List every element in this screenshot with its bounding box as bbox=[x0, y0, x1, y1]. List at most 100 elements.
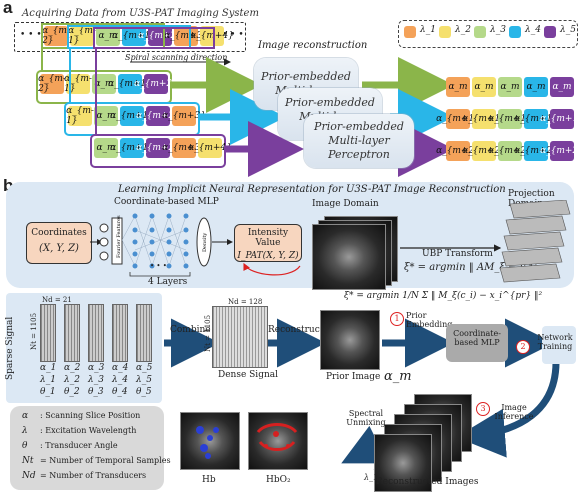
legend-desc: : Excitation Wavelength bbox=[40, 426, 137, 435]
out3-cell: α_{m+2} bbox=[514, 141, 558, 161]
out1-cell: α_m bbox=[550, 77, 574, 97]
out1-cell: α_m bbox=[472, 77, 496, 97]
alpha-m-label: α_m bbox=[384, 369, 412, 384]
sparse-strip bbox=[64, 304, 80, 362]
legend-desc: = Number of Temporal Samples bbox=[40, 456, 171, 465]
image-domain-label: Image Domain bbox=[312, 199, 379, 209]
sparse-param: λ_3 bbox=[88, 375, 104, 385]
sparse-strip bbox=[88, 304, 104, 362]
recon-lambda: λ_1 bbox=[364, 473, 379, 482]
intensity-label: Intensity Value bbox=[247, 228, 289, 248]
mlp1-line1: Prior-embedded bbox=[261, 70, 351, 83]
intensity-box: Intensity Value I_PAT(X, Y, Z) bbox=[234, 224, 302, 262]
out2-cell: α_{m+1} bbox=[488, 109, 532, 129]
legend-symbol: Nd bbox=[22, 471, 36, 481]
nt1105b-label: Nt = 1105 bbox=[204, 314, 212, 352]
step2-badge: 2 bbox=[516, 340, 530, 354]
out3-cell: α_{m+2} bbox=[488, 141, 532, 161]
step1-badge: 1 bbox=[390, 312, 404, 326]
ubp-formula: ξ* = argmin ‖ AM_ξ − y ‖² bbox=[404, 262, 538, 273]
group1-cell: α_{m-2} bbox=[38, 74, 66, 94]
out2-cell: α_{m+1} bbox=[436, 109, 480, 129]
group2-cell: α_{m+3} bbox=[162, 106, 206, 126]
prior-formula: ξ* = argmin 1/N Σ ‖ M_ξ(c_i) − x_i^{pr} … bbox=[344, 291, 543, 301]
coordinates-value: (X, Y, Z) bbox=[39, 242, 79, 254]
sparse-strip bbox=[112, 304, 128, 362]
legend-symbol: θ bbox=[22, 441, 28, 451]
spectral-unmixing-label: Spectral Unmixing bbox=[346, 409, 386, 427]
legend-desc: : Transducer Angle bbox=[40, 441, 118, 450]
sparse-param: α_2 bbox=[64, 363, 81, 373]
mlp3-line1: Prior-embedded bbox=[314, 120, 404, 133]
top-row-cell: α_{m-2} bbox=[42, 26, 70, 46]
top-group3-outline bbox=[93, 27, 215, 49]
out1-cell: α_m bbox=[446, 77, 470, 97]
nd128-label: Nd = 128 bbox=[228, 298, 263, 306]
wavelength-legend bbox=[398, 20, 578, 48]
coord-mlp-text: Coordinate-based MLP bbox=[453, 329, 501, 347]
ubp-label: UBP Transform bbox=[422, 249, 493, 259]
out3-cell: α_{m+2} bbox=[436, 141, 480, 161]
group3-cell: α_{m+1} bbox=[110, 138, 154, 158]
out3-cell: α_{m+2} bbox=[540, 141, 584, 161]
legend-swatch bbox=[544, 26, 556, 38]
group2-cell: α_{m+1} bbox=[110, 106, 154, 126]
out3-cell: α_{m+2} bbox=[462, 141, 506, 161]
sparse-param: α_1 bbox=[40, 363, 57, 373]
group1-cell: α_{m+2} bbox=[134, 74, 178, 94]
sparse-param: α_4 bbox=[112, 363, 129, 373]
hb-overlay bbox=[196, 426, 219, 459]
sparse-param: θ_2 bbox=[64, 387, 80, 397]
acquire-title: Acquiring Data from U3S-PAT Imaging Syst… bbox=[22, 8, 259, 19]
top-row-cell: α_{m+3} bbox=[164, 26, 208, 46]
recon-label: Image reconstruction bbox=[258, 40, 368, 51]
legend-label: λ_4 bbox=[525, 25, 541, 35]
panel-a-letter: a bbox=[3, 0, 13, 17]
legend-swatch bbox=[509, 26, 521, 38]
legend-symbol: α bbox=[22, 411, 29, 421]
top-group2-outline bbox=[67, 25, 191, 49]
image-domain-image bbox=[312, 224, 386, 290]
legend-swatch bbox=[474, 26, 486, 38]
legend-symbol: Nt bbox=[22, 456, 34, 466]
prior-image bbox=[320, 310, 380, 370]
top-row-cell: α_m bbox=[96, 26, 120, 46]
legend-label: λ_5 bbox=[560, 25, 576, 35]
step3-label: Image Inference bbox=[494, 403, 534, 421]
prior-image-label: Prior Image bbox=[326, 372, 381, 382]
intensity-value: I_PAT(X, Y, Z) bbox=[237, 250, 299, 261]
panel-b-flow bbox=[164, 318, 560, 464]
sparse-param: λ_5 bbox=[136, 375, 152, 385]
acquisition-frame bbox=[14, 22, 246, 52]
mlp-network: Fourier Features Density bbox=[90, 213, 502, 277]
top-row-cell: α_{m-1} bbox=[68, 26, 96, 46]
layers-label: 4 Layers bbox=[148, 277, 188, 287]
projection-stack bbox=[499, 200, 571, 283]
step2-label: Network Training bbox=[537, 333, 573, 351]
group2-cell: α_m bbox=[94, 106, 118, 126]
network-training-panel bbox=[542, 326, 576, 364]
mlp3-line3: Perceptron bbox=[328, 147, 390, 161]
group1-cell: α_m bbox=[92, 74, 116, 94]
spiral-label: Spiral scanning direction bbox=[125, 53, 228, 62]
out2-cell: α_{m+1} bbox=[540, 109, 584, 129]
ellipsis-right: • • • bbox=[222, 30, 244, 40]
dense-signal-label: Dense Signal bbox=[218, 370, 278, 380]
sparse-param: α_3 bbox=[88, 363, 105, 373]
fourier-features-text: Fourier Features bbox=[116, 215, 122, 258]
mlp2-line1: Prior-embedded bbox=[285, 96, 375, 109]
step3-badge: 3 bbox=[476, 402, 490, 416]
sparse-param: λ_1 bbox=[40, 375, 56, 385]
out1-cell: α_m bbox=[524, 77, 548, 97]
legend-desc: = Number of Transducers bbox=[40, 471, 147, 480]
sparse-strip bbox=[136, 304, 152, 362]
top-row-cell: α_{m+2} bbox=[138, 26, 182, 46]
combine-label: Combine bbox=[170, 325, 211, 335]
legend-desc: : Scanning Slice Position bbox=[40, 411, 141, 420]
coord-mlp-box: Coordinate-based MLP bbox=[446, 324, 508, 362]
group3-cell: α_{m+2} bbox=[136, 138, 180, 158]
dense-signal-image bbox=[212, 306, 268, 368]
recon-image bbox=[374, 434, 432, 492]
mlp-title: Coordinate-based MLP bbox=[114, 197, 219, 207]
reconstructed-images-label: Reconstructed Images bbox=[376, 477, 479, 487]
